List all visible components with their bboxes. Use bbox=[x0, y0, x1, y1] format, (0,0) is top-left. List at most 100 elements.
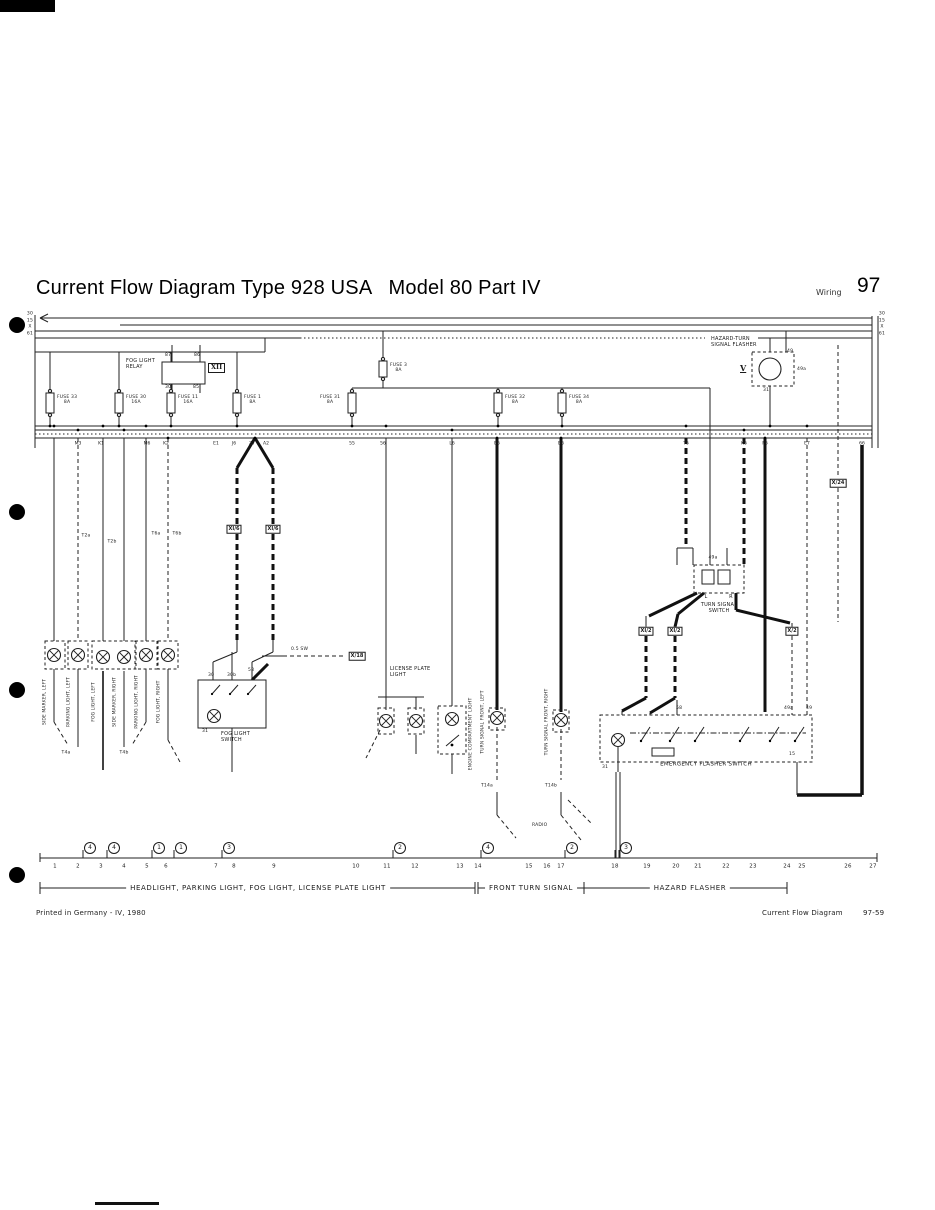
hazard-terminal-31: 31 bbox=[763, 388, 770, 393]
scale-number: 4 bbox=[122, 863, 126, 870]
bus-label-right: 30 bbox=[878, 311, 886, 317]
lamp-label: FOG LIGHT, LEFT bbox=[91, 682, 97, 722]
scale-number: 6 bbox=[164, 863, 168, 870]
efs-terminal-58: 58 bbox=[676, 706, 683, 711]
scale-number: 19 bbox=[643, 863, 651, 870]
relay-terminal-86: 86 bbox=[194, 353, 201, 358]
scale-number: 20 bbox=[672, 863, 680, 870]
scale-number: 23 bbox=[749, 863, 757, 870]
footer-printed: Printed in Germany - IV, 1980 bbox=[36, 909, 146, 917]
scale-number: 27 bbox=[869, 863, 877, 870]
hazard-terminal-49: 49 bbox=[787, 349, 794, 354]
connector-label: X/24 bbox=[829, 478, 847, 488]
rail-terminal-label: 55 bbox=[349, 441, 355, 447]
connector-label: X/2 bbox=[785, 626, 799, 636]
connector-label: XI/2 bbox=[667, 626, 683, 636]
scale-number: 18 bbox=[611, 863, 619, 870]
efs-terminal-49: 49 bbox=[806, 706, 813, 711]
scale-number: 24 bbox=[783, 863, 791, 870]
rail-terminal-label: E1 bbox=[213, 441, 219, 447]
scale-ref: 1 bbox=[175, 842, 187, 854]
page-number: 97 bbox=[857, 274, 881, 297]
t-connector-label: T2b bbox=[107, 539, 117, 545]
scale-number: 13 bbox=[456, 863, 464, 870]
rail-terminal-label: K6 bbox=[741, 441, 747, 447]
scale-ref: 3 bbox=[620, 842, 632, 854]
connector-label: XI/2 bbox=[638, 626, 654, 636]
efs-terminal-49a: 49a bbox=[784, 706, 794, 711]
scale-number: 7 bbox=[214, 863, 218, 870]
wiring-label: Wiring bbox=[816, 288, 842, 297]
scale-number: 9 bbox=[272, 863, 276, 870]
scale-number: 21 bbox=[694, 863, 702, 870]
hazard-terminal-49a: 49a bbox=[797, 367, 807, 372]
page-title: Current Flow Diagram Type 928 USA Model … bbox=[36, 277, 541, 299]
rail-terminal-label: Z7 bbox=[249, 441, 255, 447]
rail-terminal-label: K2 bbox=[163, 441, 169, 447]
bus-label-right: 15 bbox=[878, 318, 886, 324]
radio-label: RADIO bbox=[532, 823, 548, 828]
scan-black-corner-bar bbox=[0, 0, 55, 12]
section-headlight-parking: HEADLIGHT, PARKING LIGHT, FOG LIGHT, LIC… bbox=[126, 884, 390, 892]
lamp-label: PARKING LIGHT, LEFT bbox=[66, 676, 72, 728]
rail-terminal-label: M6 bbox=[143, 441, 151, 447]
tss-terminal-49a: 49a bbox=[708, 555, 718, 561]
efs-terminal-15: 15 bbox=[789, 752, 796, 757]
t-connector-label: T4a bbox=[61, 750, 71, 756]
scale-number: 14 bbox=[474, 863, 482, 870]
rail-terminal-label: B6 bbox=[558, 441, 564, 447]
scale-number: 16 bbox=[543, 863, 551, 870]
lamp-label: SIDE MARKER, LEFT bbox=[42, 678, 48, 726]
emergency-flasher-switch-label: EMERGENCY FLASHER SWITCH bbox=[660, 761, 752, 768]
fog-light-relay-roman: XII bbox=[208, 363, 226, 373]
turn-lamp-label: TURN SIGNAL FRONT, LEFT bbox=[480, 690, 486, 754]
scale-number: 2 bbox=[76, 863, 80, 870]
section-hazard-flasher: HAZARD FLASHER bbox=[649, 884, 731, 892]
rail-terminal-label: 66 bbox=[859, 441, 865, 447]
tss-contact-left: L bbox=[704, 593, 708, 600]
bus-label-right: 61 bbox=[878, 331, 886, 337]
bus-label-left: X bbox=[28, 324, 32, 330]
t-connector-label: T6a bbox=[151, 531, 161, 537]
scale-number: 8 bbox=[232, 863, 236, 870]
scale-number: 12 bbox=[411, 863, 419, 870]
rail-terminal-label: F6 bbox=[762, 441, 768, 447]
lamp-label: SIDE MARKER, RIGHT bbox=[112, 677, 118, 727]
scale-number: 11 bbox=[383, 863, 391, 870]
rail-terminal-label: M3 bbox=[74, 441, 82, 447]
tss-contact-right: R bbox=[729, 593, 733, 600]
relay-terminal-87: 87 bbox=[165, 353, 172, 358]
scale-ref: 4 bbox=[84, 842, 96, 854]
connector-label: XI/6 bbox=[265, 524, 281, 534]
relay-terminal-85: 85 bbox=[193, 385, 200, 390]
rail-terminal-label: J6 bbox=[231, 441, 237, 447]
bus-label-left: 30 bbox=[26, 311, 34, 317]
lamp-label: PARKING LIGHT, RIGHT bbox=[134, 675, 140, 729]
scale-number: 15 bbox=[525, 863, 533, 870]
scale-number: 22 bbox=[722, 863, 730, 870]
wire-gauge-code: 0.5 SW bbox=[291, 647, 309, 652]
scale-number: 3 bbox=[99, 863, 103, 870]
relay-terminal-30: 30 bbox=[165, 385, 172, 390]
section-front-turn-signal: FRONT TURN SIGNAL bbox=[485, 884, 577, 892]
t-connector-label: T14a bbox=[480, 783, 494, 789]
scale-number: 1 bbox=[53, 863, 57, 870]
lamp-label: FOG LIGHT, RIGHT bbox=[156, 680, 162, 724]
bus-label-left: 15 bbox=[26, 318, 34, 324]
scale-ref: 1 bbox=[153, 842, 165, 854]
scale-ref: 2 bbox=[566, 842, 578, 854]
rail-terminal-label: L6 bbox=[449, 441, 455, 447]
rail-terminal-label: K1 bbox=[98, 441, 104, 447]
